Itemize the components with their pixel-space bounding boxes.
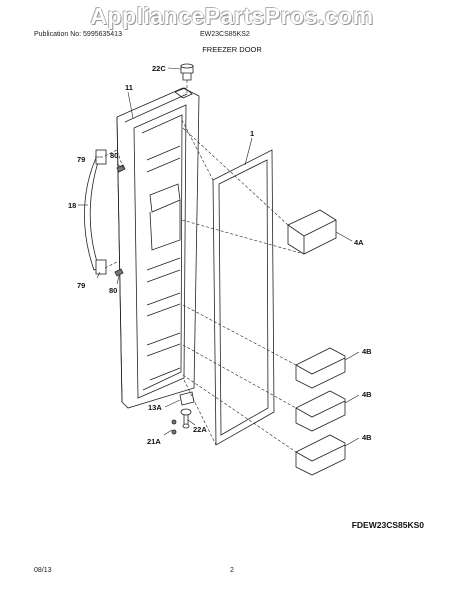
callout-79-top: 79 [77,155,85,164]
part-21a-washer[interactable] [171,419,177,425]
footer-date: 08/13 [34,567,52,574]
callout-13a: 13A [148,403,162,412]
callout-22c: 22C [152,64,166,73]
callout-4b-1: 4B [362,347,372,356]
callout-80-top: 80 [110,151,118,160]
callout-4b-2: 4B [362,390,372,399]
guide-lines [104,80,305,453]
part-4b-bin-1[interactable] [295,347,346,389]
callout-18: 18 [68,201,76,210]
part-22c-cap[interactable] [180,63,194,81]
section-title: FREEZER DOOR [202,45,262,54]
part-4b-bin-3[interactable] [295,434,346,476]
callout-22a: 22A [193,425,207,434]
page-number: 2 [230,567,234,574]
part-80-screw-top[interactable] [116,164,126,173]
diagram-code: FDEW23CS85KS0 [351,520,424,530]
model-number: EW23CS85KS2 [200,31,250,38]
part-1-gasket[interactable] [212,149,275,446]
callout-11: 11 [125,83,133,92]
part-4b-bin-2[interactable] [295,390,346,432]
callout-79-bottom: 79 [77,281,85,290]
publication-number: Publication No: 5995635413 [34,31,122,38]
part-11-door[interactable] [116,87,200,409]
callout-80-bottom: 80 [109,286,117,295]
part-18-handle[interactable] [84,149,107,275]
callout-4a: 4A [354,238,364,247]
part-80-screw-bottom[interactable] [114,268,124,277]
leader-lines [78,67,360,447]
part-21a-washer-2[interactable] [171,429,177,435]
watermark-logo: AppliancePartsPros.com [90,3,374,29]
part-13a-hinge[interactable] [179,391,195,429]
callout-21a: 21A [147,437,161,446]
callout-4b-3: 4B [362,433,372,442]
callout-1: 1 [250,129,254,138]
part-4a-ice-bucket[interactable] [287,209,337,255]
